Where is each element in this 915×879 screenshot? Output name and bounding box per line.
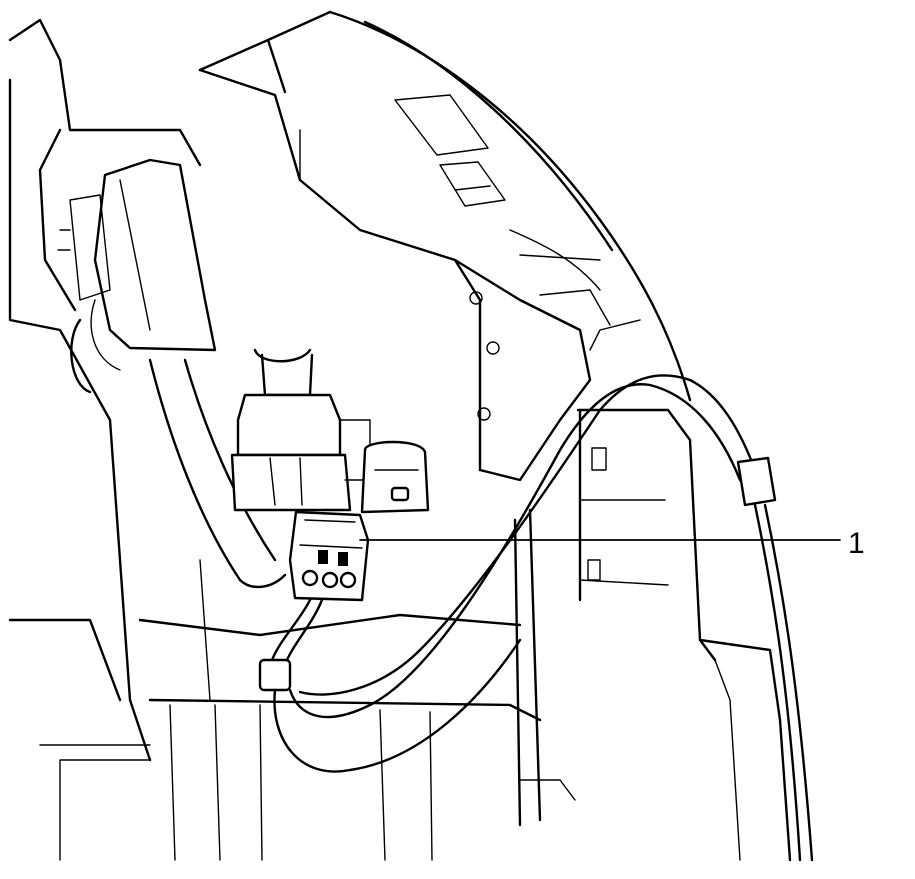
fender-panel [198, 10, 692, 472]
electrical-connector [360, 440, 430, 514]
bolt-hole [469, 291, 483, 305]
bolt-hole [486, 341, 500, 355]
bolt-head [587, 559, 601, 581]
coolant-hose [148, 358, 287, 589]
sensor-connector [288, 510, 370, 602]
headlamp-bracket [8, 18, 217, 762]
harness-clip [736, 456, 777, 507]
mounting-bracket [453, 258, 592, 482]
solenoid-assembly [230, 348, 430, 514]
lower-tray [59, 559, 542, 861]
wire-harness [258, 374, 814, 862]
bolt-head [591, 447, 607, 471]
radiator-support [513, 408, 792, 862]
bolt-hole [477, 407, 491, 421]
callout-label-1: 1 [848, 527, 865, 560]
wire-clip [258, 658, 292, 692]
